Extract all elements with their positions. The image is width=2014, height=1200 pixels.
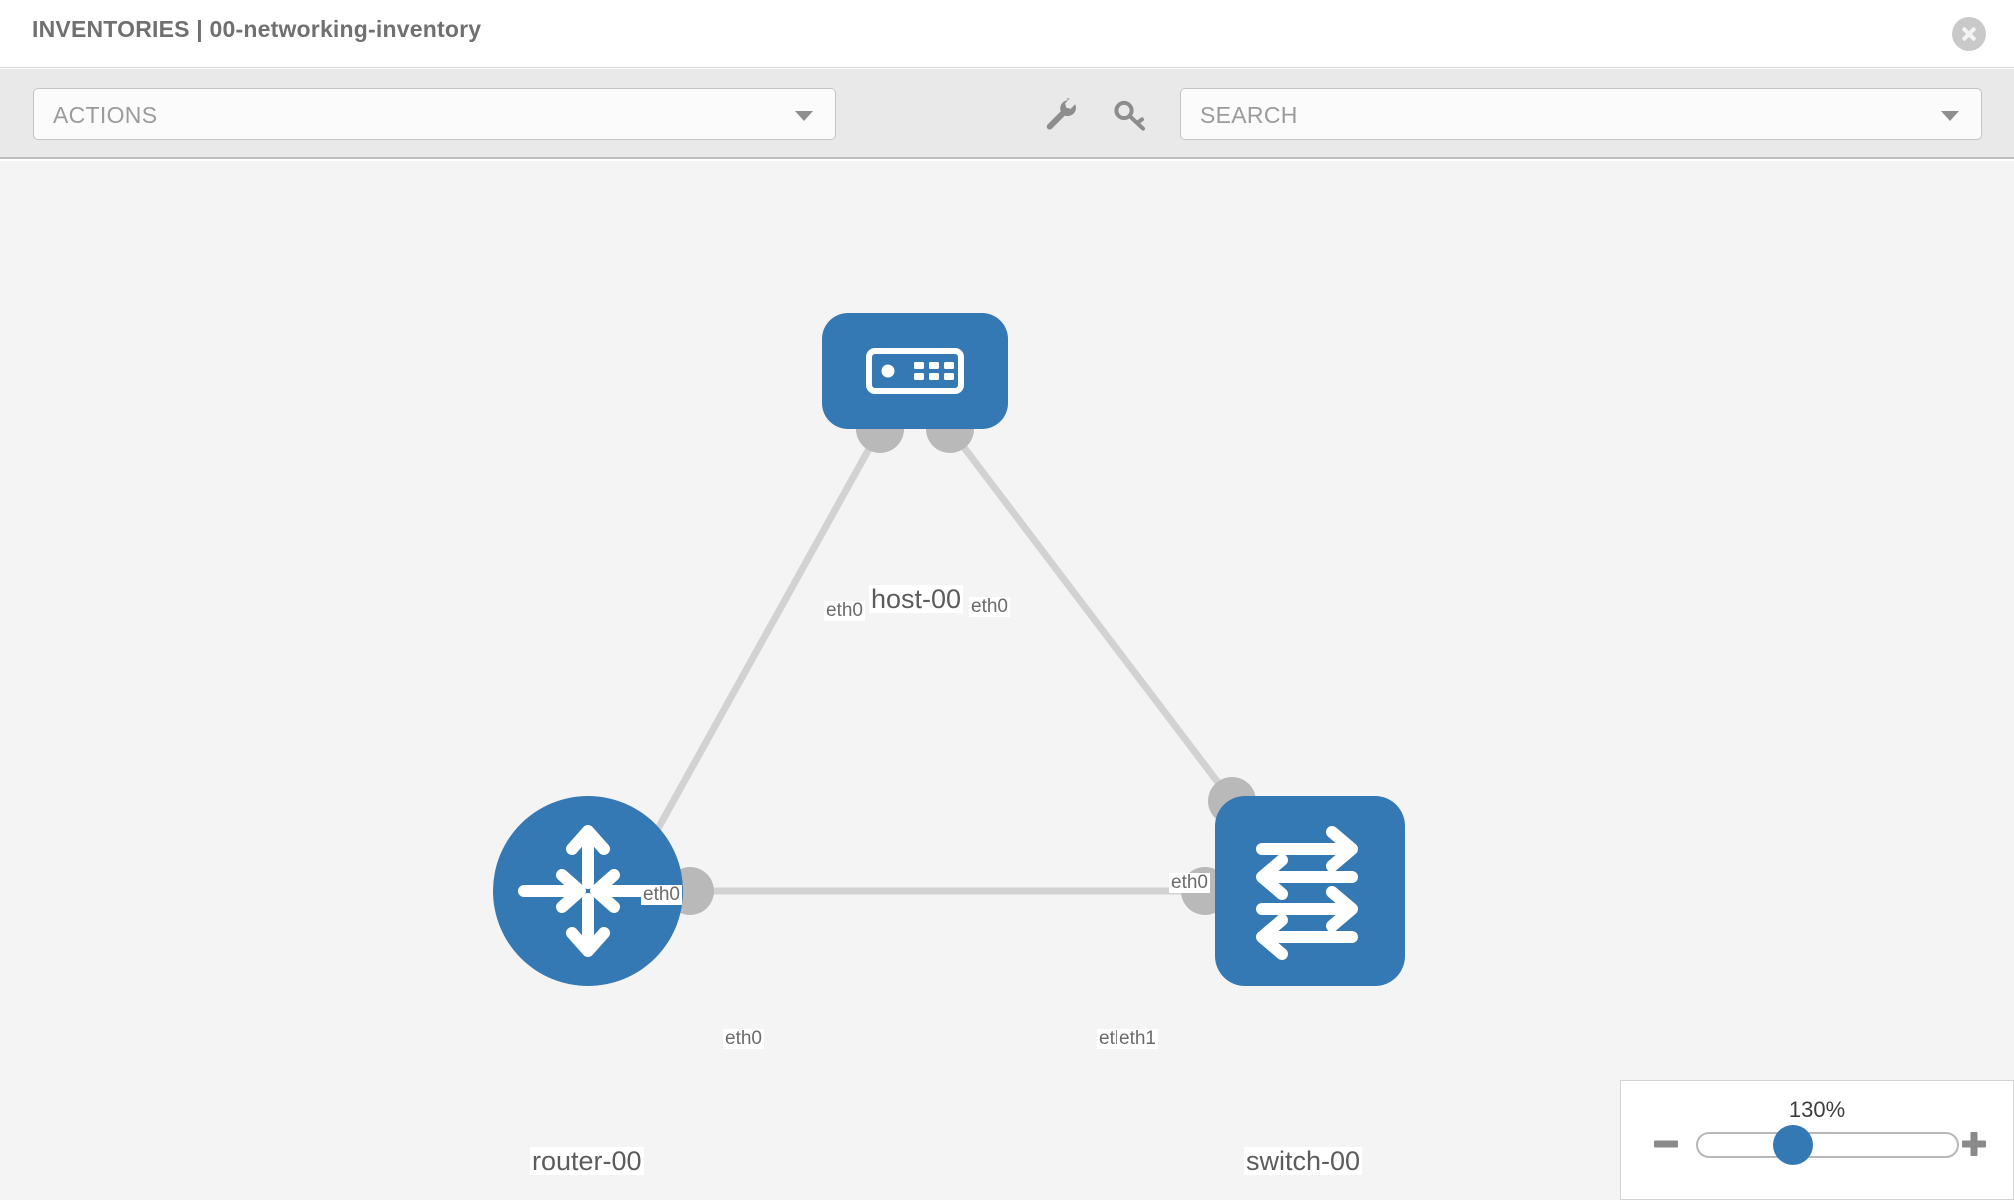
link-host-router: [636, 427, 884, 863]
search-input[interactable]: SEARCH: [1180, 88, 1982, 140]
wrench-icon[interactable]: [1043, 97, 1079, 133]
node-label-switch: switch-00: [1244, 1146, 1363, 1176]
topology-node-router-00[interactable]: [493, 796, 683, 986]
zoom-out-button[interactable]: [1651, 1129, 1681, 1159]
node-label-host: host-00: [869, 584, 964, 614]
edge-label: eth0: [641, 884, 682, 905]
zoom-slider-thumb[interactable]: [1773, 1125, 1813, 1165]
link-host-switch: [947, 426, 1235, 804]
server-appliance-icon: [866, 348, 964, 394]
edge-label: eth0: [723, 1028, 764, 1049]
topology-node-host-00[interactable]: [822, 313, 1008, 429]
chevron-down-icon: [795, 111, 813, 121]
topology-canvas[interactable]: eth0 eth0 eth0 eth0 eth0 eth eth1 host-0…: [0, 161, 2014, 1200]
chevron-down-icon[interactable]: [1941, 111, 1959, 121]
edge-label: eth0: [1169, 872, 1210, 893]
switch-arrows-icon: [1256, 826, 1358, 960]
close-icon[interactable]: [1952, 17, 1986, 51]
toolbar: ACTIONS SEARCH: [0, 69, 2014, 159]
topology-node-switch-00[interactable]: [1215, 796, 1405, 986]
node-label-router: router-00: [530, 1146, 644, 1176]
key-icon[interactable]: [1111, 97, 1147, 133]
zoom-slider-track[interactable]: [1696, 1132, 1959, 1158]
search-placeholder: SEARCH: [1200, 102, 1298, 128]
edge-label: eth1: [1117, 1028, 1158, 1049]
edge-label: eth0: [969, 596, 1010, 617]
actions-dropdown[interactable]: ACTIONS: [33, 88, 836, 140]
actions-dropdown-label: ACTIONS: [53, 102, 158, 128]
zoom-level-value: 130%: [1788, 1097, 1846, 1122]
page-header: INVENTORIES | 00-networking-inventory: [0, 0, 2014, 68]
edge-label: eth0: [824, 600, 865, 621]
zoom-control-panel: 130%: [1620, 1080, 2014, 1200]
topology-graph: [493, 313, 1405, 986]
zoom-in-button[interactable]: [1959, 1129, 1989, 1159]
page-title: INVENTORIES | 00-networking-inventory: [32, 16, 482, 42]
